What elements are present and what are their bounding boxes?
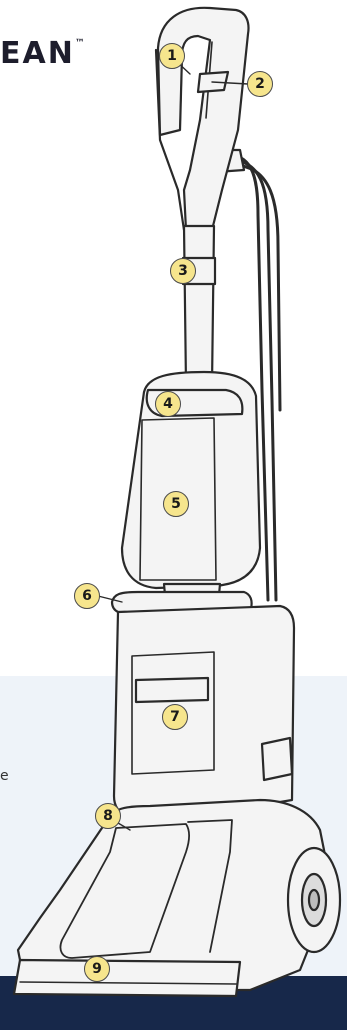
callout-8: 8 <box>95 803 121 829</box>
wheel-center <box>309 890 319 910</box>
callout-3: 3 <box>170 258 196 284</box>
callout-2: 2 <box>247 71 273 97</box>
main-body <box>114 606 294 816</box>
upright-tube <box>184 226 214 385</box>
callout-1: 1 <box>159 43 185 69</box>
nozzle-front <box>14 960 240 996</box>
callout-7: 7 <box>162 704 188 730</box>
side-latch <box>262 738 292 780</box>
callout-4: 4 <box>155 391 181 417</box>
callout-5: 5 <box>163 491 189 517</box>
handle-grip <box>158 8 249 230</box>
callout-9: 9 <box>84 956 110 982</box>
tank-window <box>136 678 208 702</box>
callout-6: 6 <box>74 583 100 609</box>
